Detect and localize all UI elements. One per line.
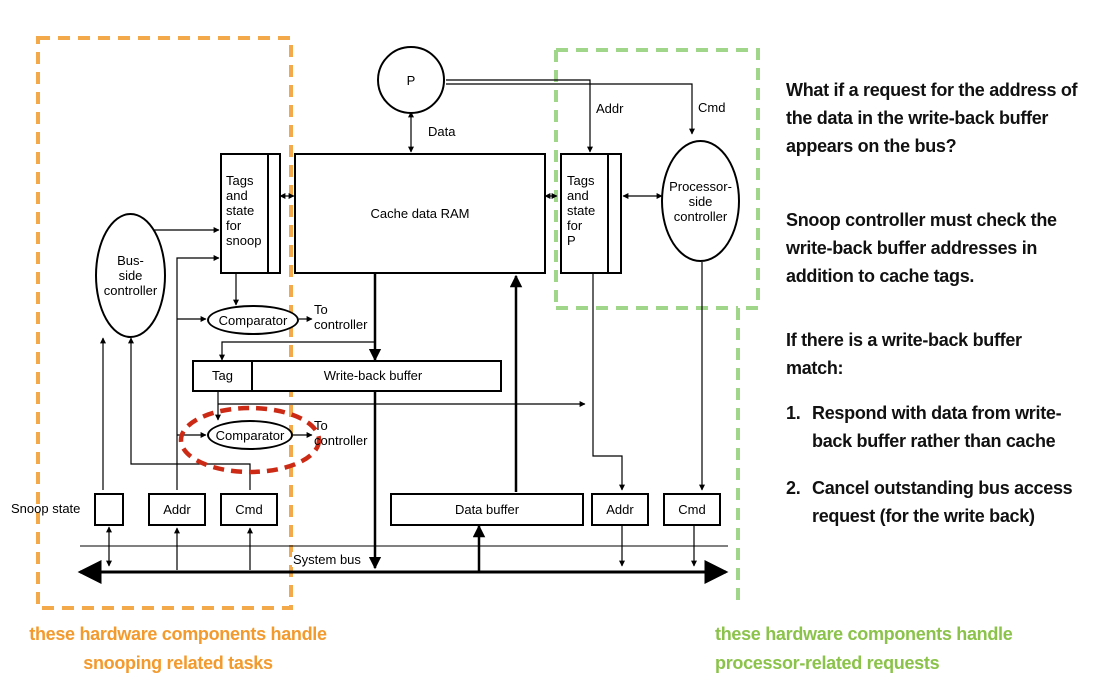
bus-cmd-label: Cmd [235,502,263,517]
p-cmd-line [446,83,695,135]
data-buffer-box: Data buffer [390,493,584,526]
tag-feed [219,341,375,361]
proc-addr-box: Addr [591,493,649,526]
processor-side-controller: Processor- side controller [661,140,740,262]
cache-data-ram-label: Cache data RAM [370,206,470,221]
to-controller-top: To controller [314,302,368,332]
bus-cmd-box: Cmd [220,493,278,526]
data-buffer-label: Data buffer [454,502,520,517]
p-addr-line [446,79,593,153]
processor-circle [377,46,445,114]
question-text: What if a request for the address of the… [786,80,1078,156]
step-2-num: 2. [786,478,801,498]
cmd-to-controller [128,337,251,490]
write-back-buffer: Tag Write-back buffer [192,360,502,392]
bus-addr-label: Addr [163,502,191,517]
step-1-num: 1. [786,403,801,423]
processor-region-outline [556,48,760,600]
snoop-caption: these hardware components handle snoopin… [29,624,327,673]
match-heading: If there is a write-back buffer match: [786,330,1022,378]
answer-text: Snoop controller must check the write-ba… [786,210,1057,286]
wb-buffer-label: Write-back buffer [323,368,423,383]
highlight-ring [178,405,322,475]
tagsp-to-addr [592,274,625,491]
to-controller-bottom: To controller [314,418,368,448]
bus-side-controller: Bus- side controller [95,213,166,338]
proc-cmd-box: Cmd [663,493,721,526]
bus-addr-box: Addr [148,493,206,526]
step-2-text: Cancel outstanding bus access request (f… [812,478,1073,526]
snoop-state-box [94,493,124,526]
processor-caption: these hardware components handle process… [715,624,1013,673]
cmd-label: Cmd [698,100,726,115]
addr-to-comparator-top [176,255,220,490]
data-label: Data [428,124,456,139]
processor-label: P [406,73,416,88]
step-1: 1. Respond with data from write-back buf… [786,399,1086,455]
wb-tag-label: Tag [212,368,233,383]
proc-addr-label: Addr [606,502,634,517]
snoop-state-label: Snoop state [11,501,81,516]
comparator-top: Comparator [207,305,299,335]
step-2: 2. Cancel outstanding bus access request… [786,474,1086,530]
proc-cmd-label: Cmd [678,502,706,517]
comparator-bottom: Comparator [207,420,293,450]
tags-snoop-label: Tags and state for snoop [226,173,262,248]
cache-data-ram: Cache data RAM [294,153,546,274]
system-bus-label: System bus [292,552,362,567]
tags-p-box: Tags and state for P [560,153,622,274]
tags-p-label: Tags and state for P [567,173,596,248]
snoop-region-outline [36,36,293,610]
tags-snoop-box: Tags and state for snoop [220,153,281,274]
step-1-text: Respond with data from write-back buffer… [812,403,1062,451]
addr-label: Addr [596,101,624,116]
